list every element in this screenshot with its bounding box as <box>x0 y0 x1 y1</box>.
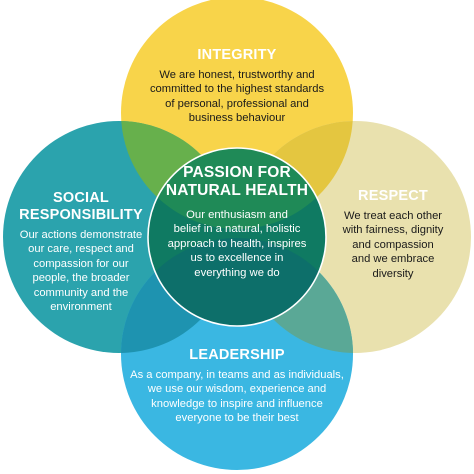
center-bottom-shade <box>148 238 326 326</box>
respect-line: diversity <box>372 267 414 280</box>
center-title-line: NATURAL HEALTH <box>165 182 309 199</box>
integrity-text-block: INTEGRITY We are honest, trustworthy and… <box>125 47 349 126</box>
center-line: us to excellence in <box>190 252 284 265</box>
social-line: people, the broader <box>32 272 130 285</box>
leadership-description: As a company, in teams and as individual… <box>122 368 352 426</box>
center-title: PASSION FOR NATURAL HEALTH <box>156 164 318 200</box>
leadership-line: everyone to be their best <box>175 412 299 425</box>
social-line: Our actions demonstrate <box>19 229 143 241</box>
center-line: everything we do <box>194 266 280 279</box>
respect-title: RESPECT <box>358 188 428 204</box>
leadership-title: LEADERSHIP <box>189 347 285 363</box>
leadership-line: we use our wisdom, experience and <box>147 383 327 396</box>
social-responsibility-text-block: SOCIAL RESPONSIBILITY Our actions demons… <box>8 190 154 314</box>
integrity-line: We are honest, trustworthy and <box>159 69 315 81</box>
integrity-title: INTEGRITY <box>197 47 277 63</box>
leadership-line: As a company, in teams and as individual… <box>130 369 344 381</box>
center-line: Our enthusiasm and <box>186 209 288 221</box>
integrity-description: We are honest, trustworthy and committed… <box>125 68 349 126</box>
respect-line: We treat each other <box>343 210 443 222</box>
social-line: compassion for our <box>33 257 129 270</box>
integrity-line: committed to the highest standards <box>149 83 325 96</box>
respect-line: and we embrace <box>351 253 435 266</box>
social-title-line: SOCIAL <box>53 190 109 206</box>
social-line: our care, respect and <box>28 243 134 256</box>
social-responsibility-title: SOCIAL RESPONSIBILITY <box>8 190 154 224</box>
respect-text-block: RESPECT We treat each other with fairnes… <box>320 188 466 281</box>
integrity-line: business behaviour <box>188 112 286 125</box>
center-title-line: PASSION FOR <box>183 164 291 181</box>
social-line: environment <box>50 301 112 314</box>
leadership-text-block: LEADERSHIP As a company, in teams and as… <box>122 347 352 426</box>
social-line: community and the <box>33 286 129 299</box>
center-top-shade <box>148 148 326 229</box>
leadership-line: knowledge to inspire and influence <box>151 397 323 410</box>
respect-line: and compassion <box>352 238 434 251</box>
social-responsibility-description: Our actions demonstrate our care, respec… <box>8 228 154 314</box>
respect-description: We treat each other with fairness, digni… <box>320 209 466 281</box>
center-line: approach to health, inspires <box>167 237 307 250</box>
center-description: Our enthusiasm and belief in a natural, … <box>156 208 318 280</box>
respect-line: with fairness, dignity <box>342 224 444 237</box>
integrity-line: of personal, professional and <box>165 97 309 110</box>
center-ring <box>147 147 327 327</box>
social-title-line: RESPONSIBILITY <box>19 207 143 223</box>
center-line: belief in a natural, holistic <box>173 223 301 236</box>
center-text-block: PASSION FOR NATURAL HEALTH Our enthusias… <box>156 164 318 280</box>
